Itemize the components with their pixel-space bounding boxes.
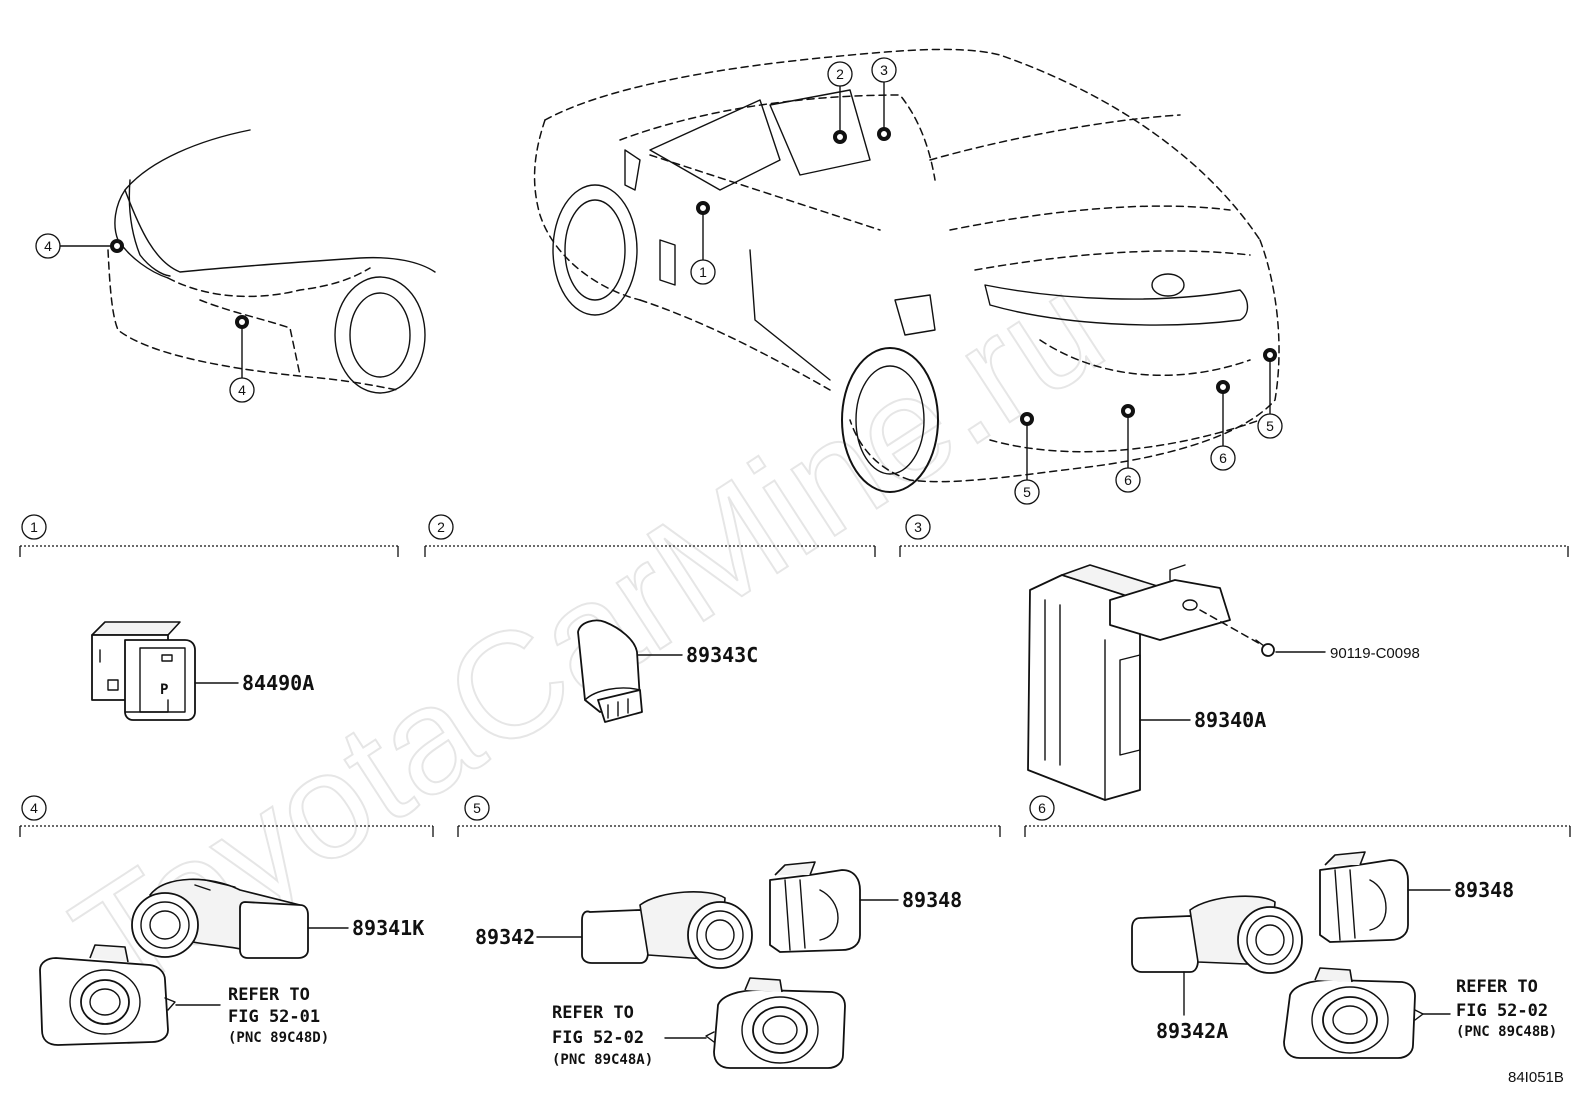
svg-text:2: 2	[437, 519, 445, 535]
svg-text:4: 4	[44, 238, 52, 254]
section-6-header: 6	[1024, 795, 1571, 837]
rear-sensor-dot-right-center	[1216, 380, 1230, 394]
svg-text:P: P	[160, 682, 168, 698]
ref-s6-line1: REFER TO	[1456, 977, 1538, 997]
svg-text:1: 1	[30, 519, 38, 535]
part-number-89341K: 89341K	[352, 916, 424, 940]
part-number-89342: 89342	[475, 925, 535, 949]
callout-1-car: 1	[690, 259, 716, 285]
rear-sensor-dot-left-corner	[1020, 412, 1034, 426]
svg-text:5: 5	[1266, 418, 1274, 434]
part-number-89342A: 89342A	[1156, 1019, 1228, 1043]
switch-location-dot	[696, 201, 710, 215]
svg-text:2: 2	[836, 66, 844, 82]
callout-3-car: 3	[871, 57, 897, 83]
ref-s4-line2: FIG 52-01	[228, 1007, 320, 1027]
rear-sensor-dot-right-corner	[1263, 348, 1277, 362]
clearance-warning-ecu: 90119-C0098 89340A	[1027, 564, 1420, 801]
bolt-icon	[1255, 639, 1275, 657]
front-sensor-dot-left	[110, 239, 124, 253]
front-sensor-dot-center	[235, 315, 249, 329]
svg-text:6: 6	[1124, 472, 1132, 488]
diagram-code: 84I051B	[1508, 1069, 1564, 1086]
part-number-89348-section6: 89348	[1454, 878, 1514, 902]
svg-text:1: 1	[699, 264, 707, 280]
part-number-89340A: 89340A	[1194, 708, 1266, 732]
section-1-header: 1	[19, 514, 399, 557]
svg-text:4: 4	[30, 800, 38, 816]
front-ultrasonic-sensor: 89341K REFER TO FIG 52-01 (PNC 89C48D)	[39, 878, 424, 1046]
svg-text:5: 5	[1023, 484, 1031, 500]
ref-s6-line2: FIG 52-02	[1456, 1001, 1548, 1021]
rear-center-sensor-assembly: 89342A 89348 REFER TO FIG 52-02 (PNC 89C…	[1131, 851, 1557, 1059]
svg-text:5: 5	[473, 800, 481, 816]
callout-5-car-right: 5	[1257, 413, 1283, 439]
section-3-header: 3	[899, 514, 1569, 557]
section-5-header: 5	[457, 795, 1001, 837]
svg-text:4: 4	[238, 382, 246, 398]
ref-s6-line3: (PNC 89C48B)	[1456, 1024, 1557, 1040]
rear-corner-sensor-assembly: 89342 89348 REFER TO FIG 52-02 (PNC 89C4…	[475, 861, 962, 1069]
callout-4-front-b: 4	[229, 377, 255, 403]
callout-4-front-a: 4	[35, 233, 61, 259]
callout-2-car: 2	[827, 61, 853, 87]
part-number-84490A: 84490A	[242, 671, 314, 695]
callout-5-car-left: 5	[1014, 479, 1040, 505]
clearance-warning-buzzer: 89343C	[577, 619, 758, 723]
svg-text:6: 6	[1038, 800, 1046, 816]
svg-text:3: 3	[914, 519, 922, 535]
parking-assist-switch: P 84490A	[91, 621, 314, 721]
ref-s5-line3: (PNC 89C48A)	[552, 1052, 653, 1068]
callout-6-car-left: 6	[1115, 467, 1141, 493]
buzzer-location-dot	[833, 130, 847, 144]
ref-s5-line2: FIG 52-02	[552, 1028, 644, 1048]
section-2-header: 2	[424, 514, 876, 557]
svg-text:3: 3	[880, 62, 888, 78]
ref-s4-line3: (PNC 89C48D)	[228, 1030, 329, 1046]
ref-s5-line1: REFER TO	[552, 1003, 634, 1023]
ref-s4-line1: REFER TO	[228, 985, 310, 1005]
svg-text:6: 6	[1219, 450, 1227, 466]
callout-6-car-right: 6	[1210, 445, 1236, 471]
rear-sensor-dot-left-center	[1121, 404, 1135, 418]
front-bumper-view: 4 4	[35, 129, 436, 403]
part-number-89348-section5: 89348	[902, 888, 962, 912]
ecu-location-dot	[877, 127, 891, 141]
section-4-header: 4	[19, 795, 434, 837]
part-number-89343C: 89343C	[686, 643, 758, 667]
car-overview: 1 2 3 5 6 6 5	[533, 48, 1283, 505]
part-number-90119-C0098: 90119-C0098	[1330, 645, 1420, 662]
